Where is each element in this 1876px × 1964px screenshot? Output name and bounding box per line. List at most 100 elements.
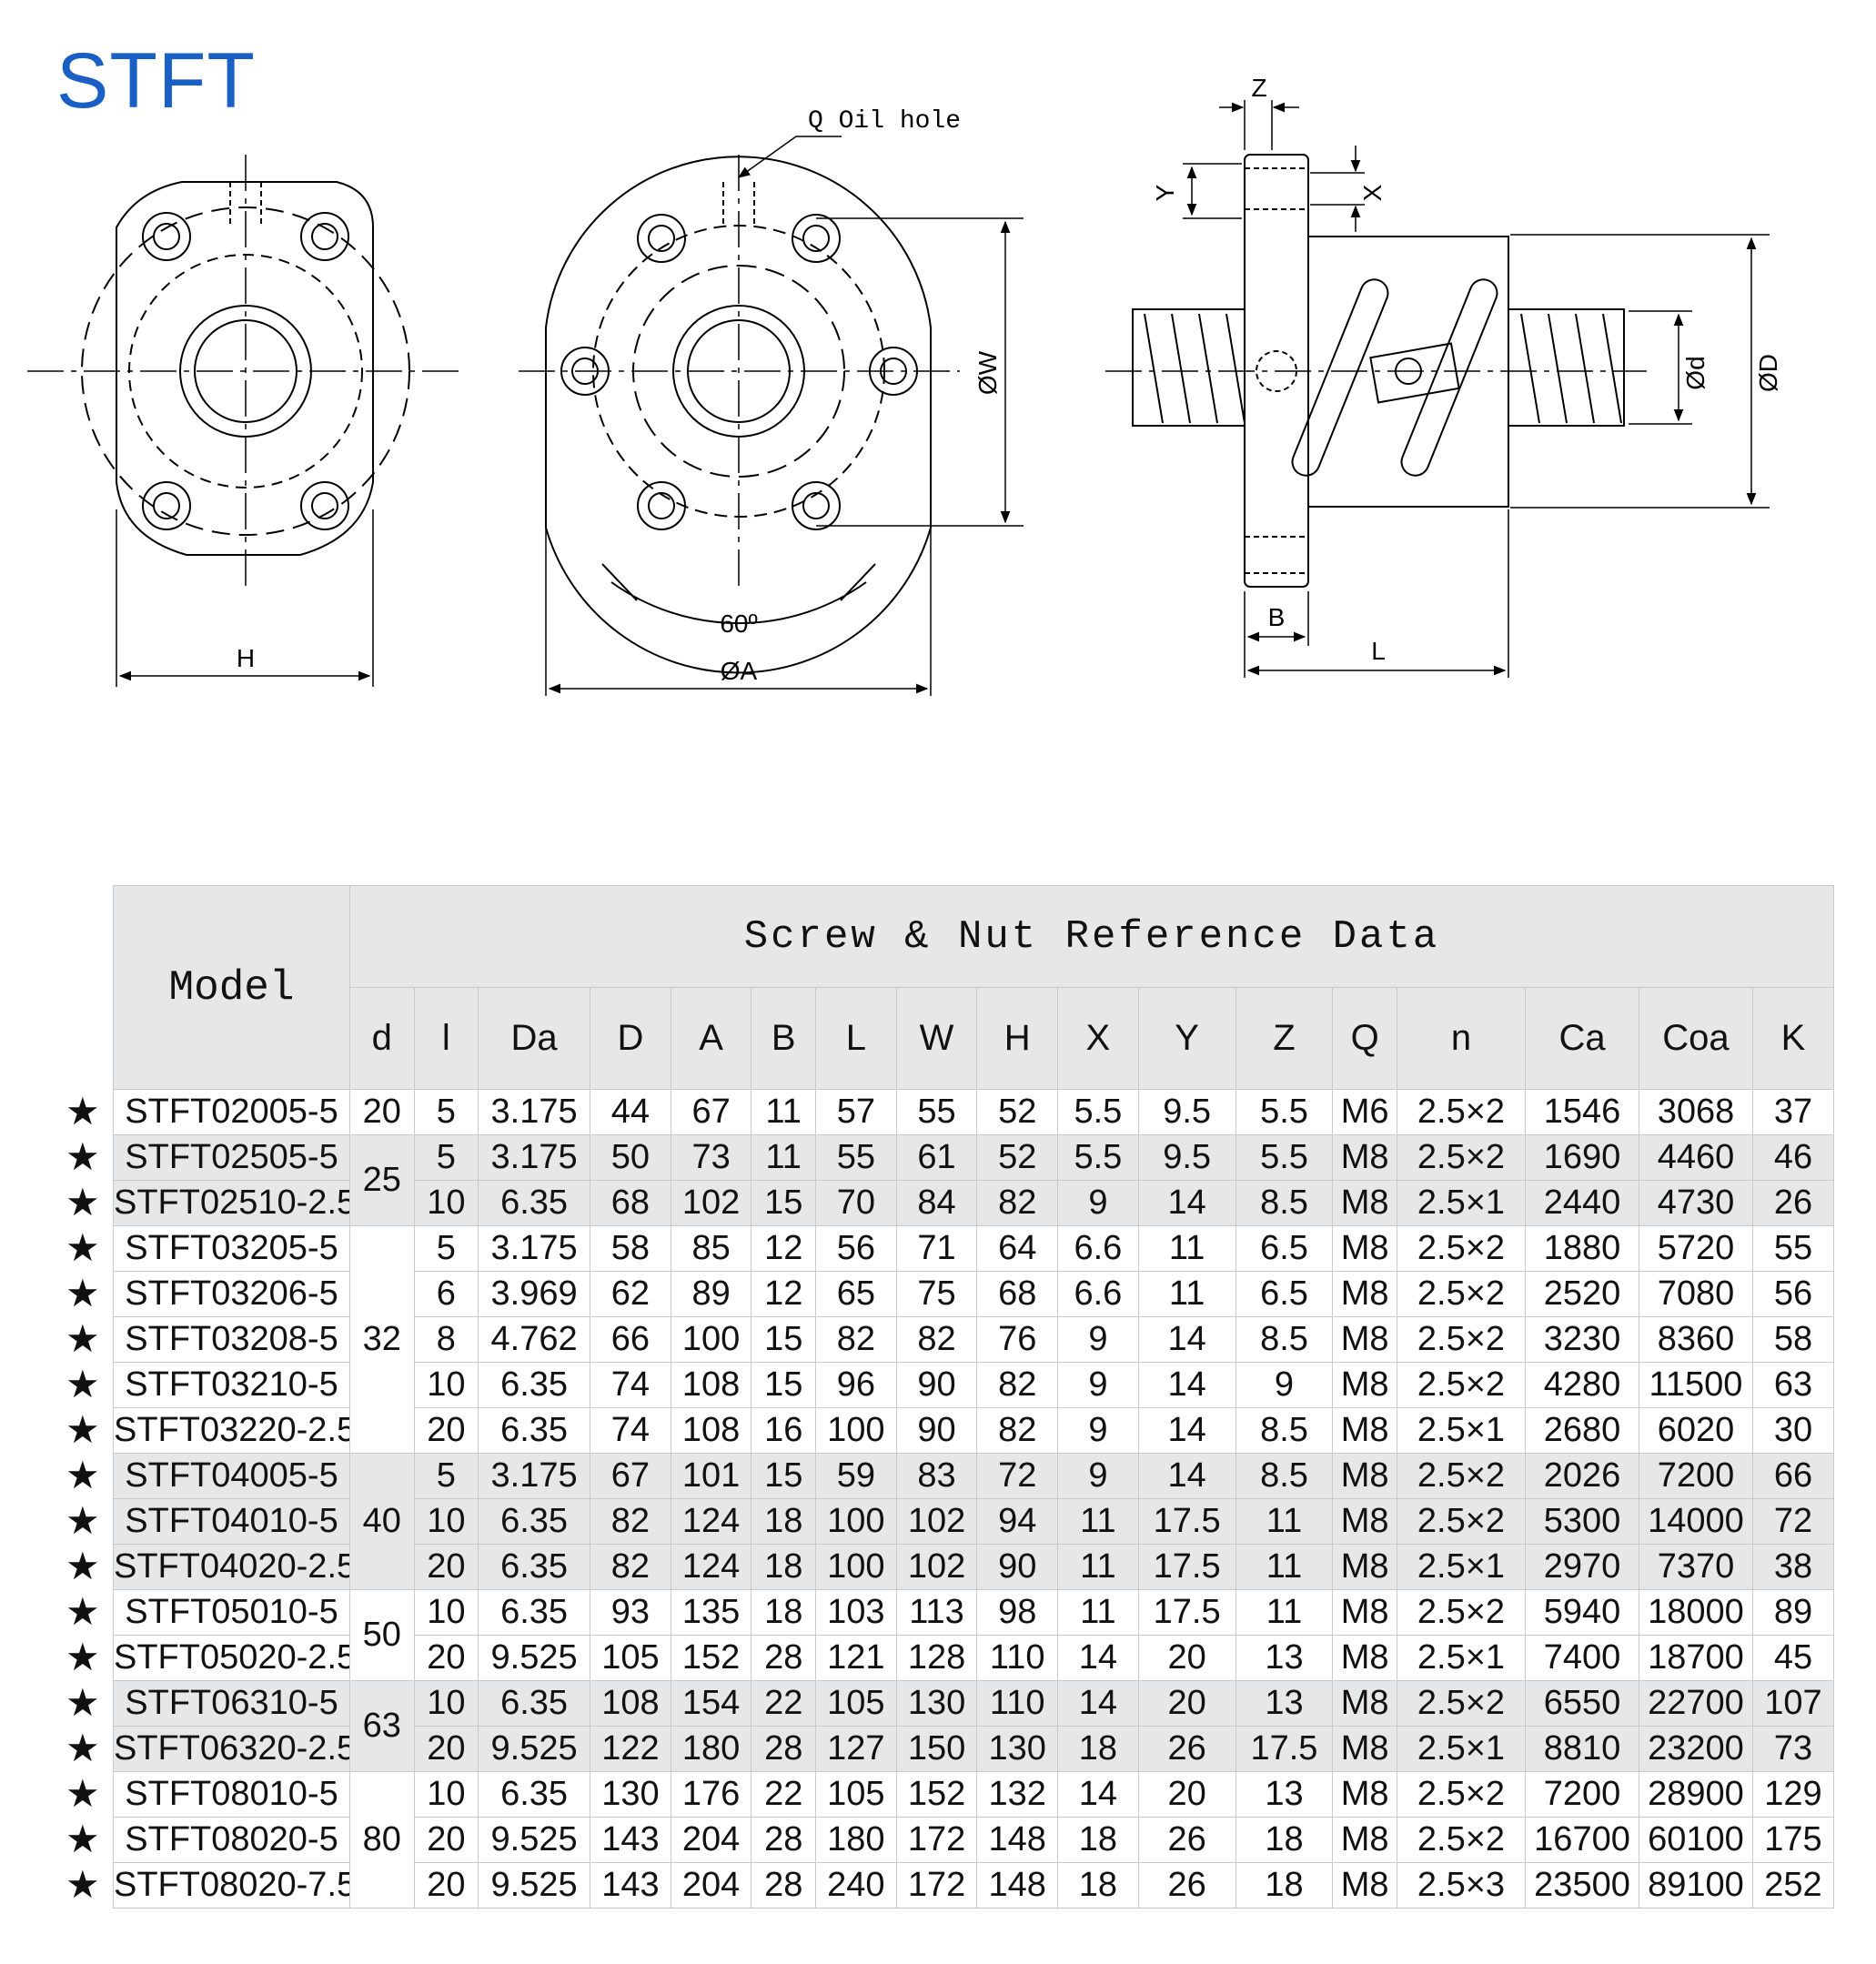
cell-l: 6 bbox=[413, 1271, 479, 1317]
cell-z: 13 bbox=[1235, 1680, 1334, 1727]
cell-coa: 5720 bbox=[1639, 1225, 1753, 1272]
label-h: H bbox=[237, 644, 255, 672]
cell-z: 11 bbox=[1235, 1498, 1334, 1545]
cell-w: 75 bbox=[895, 1271, 978, 1317]
cell-b: 18 bbox=[751, 1544, 816, 1590]
cell-ca: 7200 bbox=[1525, 1771, 1639, 1818]
cell-l: 55 bbox=[814, 1134, 897, 1181]
cell-b: 11 bbox=[751, 1134, 816, 1181]
cell-d: 62 bbox=[590, 1271, 671, 1317]
cell-coa: 22700 bbox=[1639, 1680, 1753, 1727]
dimension-oa bbox=[545, 528, 932, 696]
cell-q: M8 bbox=[1332, 1771, 1397, 1818]
cell-l: 57 bbox=[814, 1089, 897, 1135]
column-header-n: n bbox=[1396, 987, 1527, 1090]
cell-n: 2.5×2 bbox=[1396, 1316, 1527, 1363]
cell-ca: 1546 bbox=[1525, 1089, 1639, 1135]
cell-h: 82 bbox=[976, 1362, 1059, 1408]
cell-y: 14 bbox=[1137, 1453, 1236, 1499]
cell-h: 132 bbox=[976, 1771, 1059, 1818]
cell-z: 11 bbox=[1235, 1544, 1334, 1590]
cell-ca: 3230 bbox=[1525, 1316, 1639, 1363]
cell-y: 26 bbox=[1137, 1817, 1236, 1863]
d-cell: 80 bbox=[349, 1771, 415, 1909]
cell-w: 172 bbox=[895, 1817, 978, 1863]
cell-ca: 1880 bbox=[1525, 1225, 1639, 1272]
cell-y: 14 bbox=[1137, 1362, 1236, 1408]
model-cell: STFT02005-5 bbox=[112, 1089, 351, 1135]
cell-h: 72 bbox=[976, 1453, 1059, 1499]
cell-x: 14 bbox=[1057, 1771, 1139, 1818]
model-cell: STFT08010-5 bbox=[112, 1771, 351, 1818]
cell-a: 124 bbox=[670, 1498, 752, 1545]
cell-y: 14 bbox=[1137, 1407, 1236, 1454]
model-cell: STFT02505-5 bbox=[112, 1134, 351, 1181]
column-header-z: Z bbox=[1235, 987, 1334, 1090]
cell-a: 67 bbox=[670, 1089, 752, 1135]
cell-b: 28 bbox=[751, 1726, 816, 1772]
star-icon: ★ bbox=[66, 1363, 100, 1405]
cell-l: 100 bbox=[814, 1407, 897, 1454]
label-x: X bbox=[1358, 184, 1387, 201]
cell-d: 50 bbox=[590, 1134, 671, 1181]
cell-ca: 2440 bbox=[1525, 1180, 1639, 1226]
cell-q: M8 bbox=[1332, 1453, 1397, 1499]
cell-z: 6.5 bbox=[1235, 1271, 1334, 1317]
cell-w: 90 bbox=[895, 1362, 978, 1408]
cell-l: 70 bbox=[814, 1180, 897, 1226]
cell-k: 38 bbox=[1751, 1544, 1835, 1590]
column-header-ca: Ca bbox=[1525, 987, 1639, 1090]
cell-da: 9.525 bbox=[478, 1635, 591, 1681]
cell-ca: 2970 bbox=[1525, 1544, 1639, 1590]
round-flange-centerlines bbox=[519, 155, 960, 591]
star-icon: ★ bbox=[66, 1090, 100, 1133]
cell-w: 128 bbox=[895, 1635, 978, 1681]
cell-da: 6.35 bbox=[478, 1180, 591, 1226]
cell-z: 18 bbox=[1235, 1817, 1334, 1863]
cell-l: 5 bbox=[413, 1225, 479, 1272]
cell-y: 20 bbox=[1137, 1635, 1236, 1681]
cell-l: 105 bbox=[814, 1680, 897, 1727]
cell-a: 154 bbox=[670, 1680, 752, 1727]
cell-z: 5.5 bbox=[1235, 1134, 1334, 1181]
cell-l: 65 bbox=[814, 1271, 897, 1317]
cell-z: 13 bbox=[1235, 1635, 1334, 1681]
star-icon: ★ bbox=[66, 1818, 100, 1860]
model-cell: STFT04010-5 bbox=[112, 1498, 351, 1545]
cell-z: 11 bbox=[1235, 1589, 1334, 1636]
cell-ca: 8810 bbox=[1525, 1726, 1639, 1772]
cell-d: 108 bbox=[590, 1680, 671, 1727]
cell-x: 5.5 bbox=[1057, 1134, 1139, 1181]
cell-d: 122 bbox=[590, 1726, 671, 1772]
cell-a: 176 bbox=[670, 1771, 752, 1818]
cell-w: 82 bbox=[895, 1316, 978, 1363]
cell-z: 8.5 bbox=[1235, 1180, 1334, 1226]
column-header-k: K bbox=[1751, 987, 1835, 1090]
cell-da: 6.35 bbox=[478, 1544, 591, 1590]
label-ow: ØW bbox=[973, 350, 1002, 395]
d-cell: 40 bbox=[349, 1453, 415, 1590]
cell-k: 55 bbox=[1751, 1225, 1835, 1272]
cell-ca: 1690 bbox=[1525, 1134, 1639, 1181]
dimension-h bbox=[116, 509, 374, 687]
column-header-y: Y bbox=[1137, 987, 1236, 1090]
column-header-b: B bbox=[751, 987, 816, 1090]
cell-z: 8.5 bbox=[1235, 1316, 1334, 1363]
cell-q: M6 bbox=[1332, 1089, 1397, 1135]
cell-coa: 89100 bbox=[1639, 1862, 1753, 1909]
column-header-q: Q bbox=[1332, 987, 1397, 1090]
cell-w: 152 bbox=[895, 1771, 978, 1818]
cell-z: 5.5 bbox=[1235, 1089, 1334, 1135]
cell-da: 6.35 bbox=[478, 1498, 591, 1545]
cell-h: 82 bbox=[976, 1180, 1059, 1226]
cell-z: 17.5 bbox=[1235, 1726, 1334, 1772]
cell-b: 28 bbox=[751, 1635, 816, 1681]
cell-l: 10 bbox=[413, 1680, 479, 1727]
model-cell: STFT08020-7.5 bbox=[112, 1862, 351, 1909]
